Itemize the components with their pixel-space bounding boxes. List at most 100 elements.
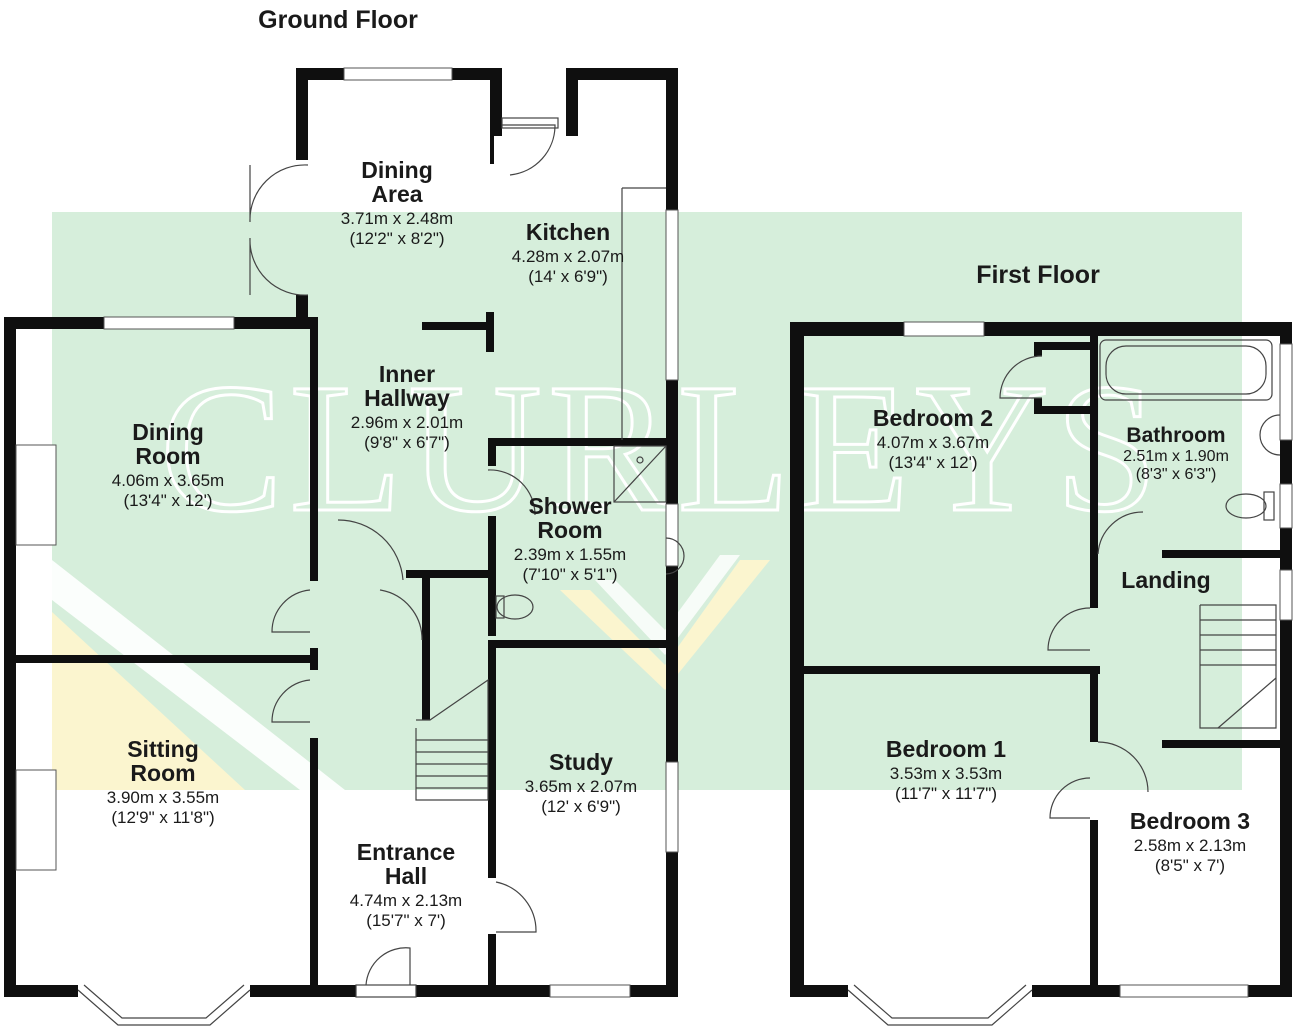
room-dimensions-imperial: (12'9" x 11'8") xyxy=(111,808,214,827)
window xyxy=(1279,483,1293,529)
watermark-band xyxy=(52,212,1242,790)
room-name: Bedroom 3 xyxy=(1130,808,1250,834)
room-label-inner-hallway: Inner Hallway 2.96m x 2.01m (9'8" x 6'7"… xyxy=(351,361,463,452)
bath-inner xyxy=(1105,345,1267,395)
door-swing xyxy=(1097,511,1144,555)
door-swing xyxy=(1097,741,1149,793)
room-name: Study xyxy=(549,749,613,775)
wall xyxy=(666,68,678,210)
room-name: Inner xyxy=(379,361,435,387)
watermark-chevron-mid-1 xyxy=(560,560,770,690)
wall xyxy=(4,317,104,329)
room-name: Shower xyxy=(528,493,611,519)
ground-floor-title: Ground Floor xyxy=(258,6,418,34)
wall xyxy=(486,312,494,352)
window xyxy=(903,321,985,337)
window xyxy=(665,503,679,567)
room-name: Bedroom 2 xyxy=(873,405,993,431)
room-label-sitting-room: Sitting Room 3.90m x 3.55m (12'9" x 11'8… xyxy=(107,736,219,827)
wall xyxy=(566,68,578,136)
wall xyxy=(250,985,356,997)
ground-floor-doors xyxy=(249,117,685,998)
toilet-cistern xyxy=(1263,491,1275,521)
door-swing xyxy=(1049,777,1091,819)
room-dimensions-imperial: (15'7" x 7') xyxy=(366,911,446,930)
door-swing xyxy=(495,881,537,933)
window xyxy=(343,67,453,81)
door-swing xyxy=(337,519,404,581)
room-label-study: Study 3.65m x 2.07m (12' x 6'9") xyxy=(525,749,637,816)
door-swing xyxy=(999,355,1043,399)
room-dimensions-metric: 3.65m x 2.07m xyxy=(525,777,637,796)
room-name: Room xyxy=(130,760,195,786)
wall xyxy=(1034,342,1042,356)
wall xyxy=(666,566,678,762)
room-dimensions-imperial: (13'4" x 12') xyxy=(888,453,977,472)
room-dimensions-imperial: (9'8" x 6'7") xyxy=(364,433,450,452)
watermark: CLURLEYS xyxy=(52,212,1242,790)
wall xyxy=(406,570,496,578)
room-name: Area xyxy=(371,181,422,207)
room-dimensions-imperial: (12'2" x 8'2") xyxy=(349,229,444,248)
stair-rail xyxy=(1217,677,1277,729)
wall xyxy=(566,68,678,80)
wall xyxy=(984,322,1292,336)
door-frame xyxy=(355,984,417,998)
wall xyxy=(422,322,492,330)
wall xyxy=(1162,740,1280,748)
toilet-cistern xyxy=(495,595,505,619)
wall xyxy=(790,322,904,336)
wall xyxy=(1280,322,1292,344)
door-swing xyxy=(379,589,423,641)
wall xyxy=(16,655,318,663)
room-label-shower-room: Shower Room 2.39m x 1.55m (7'10" x 5'1") xyxy=(514,493,626,584)
door-swing xyxy=(365,947,411,986)
door-swing xyxy=(502,124,556,176)
wall xyxy=(1280,620,1292,997)
room-dimensions-metric: 2.39m x 1.55m xyxy=(514,545,626,564)
room-name: Bedroom 1 xyxy=(886,736,1006,762)
labels: Ground Floor First Floor Dining Area 3.7… xyxy=(107,6,1250,930)
wall xyxy=(490,68,502,136)
room-dimensions-metric: 4.07m x 3.67m xyxy=(877,433,989,452)
window xyxy=(549,984,631,998)
wall xyxy=(488,438,496,466)
wall xyxy=(1032,985,1120,997)
room-dimensions-imperial: (8'3" x 6'3") xyxy=(1136,466,1217,483)
wall xyxy=(666,852,678,997)
shower-tray-diagonal xyxy=(613,445,667,503)
first-floor-walls xyxy=(790,322,1292,997)
shower-drain xyxy=(636,456,644,464)
room-name: Landing xyxy=(1121,567,1210,593)
toilet xyxy=(496,594,534,620)
door-swing xyxy=(249,237,309,296)
wall xyxy=(1090,820,1098,990)
room-dimensions-imperial: (12' x 6'9") xyxy=(541,797,621,816)
room-dimensions-imperial: (11'7" x 11'7") xyxy=(895,784,997,803)
wall xyxy=(310,738,318,988)
window xyxy=(103,316,235,330)
wall xyxy=(1162,550,1280,558)
room-name: Sitting xyxy=(127,736,199,762)
watermark-chevron-mid-2 xyxy=(595,555,740,655)
wall xyxy=(4,985,78,997)
watermark-chevron-white xyxy=(52,560,345,790)
room-dimensions-metric: 4.28m x 2.07m xyxy=(512,247,624,266)
room-dimensions-imperial: (13'4" x 12') xyxy=(123,491,212,510)
room-dimensions-metric: 2.96m x 2.01m xyxy=(351,413,463,432)
wall xyxy=(488,934,496,986)
wall xyxy=(1034,398,1042,414)
bay-window xyxy=(83,984,245,1019)
toilet xyxy=(1225,493,1267,519)
room-dimensions-metric: 2.51m x 1.90m xyxy=(1123,448,1229,465)
basin xyxy=(665,537,685,575)
window xyxy=(1119,984,1249,998)
room-label-bedroom-2: Bedroom 2 4.07m x 3.67m (13'4" x 12') xyxy=(873,405,993,472)
room-dimensions-metric: 4.06m x 3.65m xyxy=(112,471,224,490)
room-name: Bathroom xyxy=(1126,424,1225,447)
ground-floor-windows xyxy=(15,67,679,1026)
wall xyxy=(804,666,1100,674)
wall xyxy=(234,317,318,329)
wall xyxy=(1090,336,1098,608)
window xyxy=(1279,569,1293,621)
